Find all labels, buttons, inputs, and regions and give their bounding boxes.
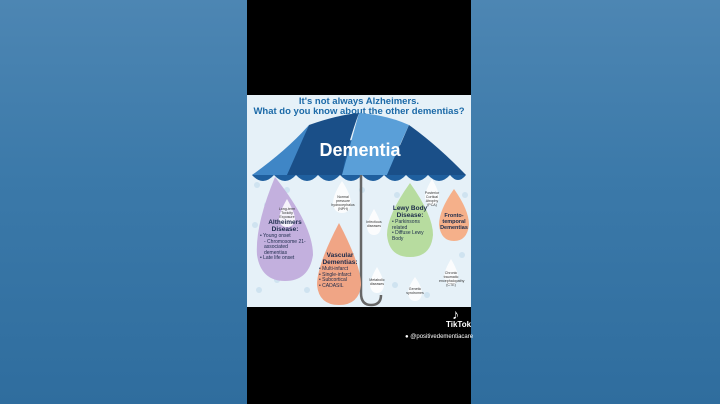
lewy-list: • Parkinsons related • Diffuse Lewy Body <box>392 220 428 242</box>
alzheimers-item: • Late life onset <box>260 255 295 262</box>
left-blurred-background <box>0 0 247 404</box>
infectious-diseases-label: Infectious diseases <box>366 220 382 229</box>
metabolic-diseases-label: Metabolic diseases <box>369 278 385 287</box>
long-term-toxicity-label: Long-term Toxicity Exposure <box>278 207 296 220</box>
umbrella-label: Dementia <box>319 140 401 160</box>
alzheimers-item: • Young onset <box>260 233 291 240</box>
infographic-title-line1: It's not always Alzheimers. <box>298 96 420 107</box>
tiktok-watermark: ♪ TikTok <box>446 306 471 329</box>
vascular-item: • Subcortical <box>319 277 347 284</box>
frontotemporal-title: Fronto-temporal Dementias <box>440 213 468 232</box>
alzheimers-title: Altheimers Disease: <box>268 219 302 234</box>
tiktok-handle-text: @positivedementiacare <box>410 334 474 340</box>
dementia-infographic: It's not always Alzheimers. What do you … <box>247 95 471 307</box>
lewy-title: Lewy Body Disease: <box>392 205 428 220</box>
vascular-drop: Vascular Dementias: • Multi-infarct • Si… <box>319 252 361 289</box>
alzheimers-list: • Young onset - Chromosome 21-associated… <box>260 234 310 262</box>
alzheimers-drop: Altheimers Disease: • Young onset - Chro… <box>260 219 310 262</box>
cte-label: Chronic traumatic encephalopathy (CTE) <box>439 271 465 288</box>
right-blurred-background <box>471 0 720 404</box>
vascular-item: • CADASIL <box>319 282 344 289</box>
lewy-item: • Parkinsons related <box>392 219 420 231</box>
vascular-list: • Multi-infarct • Single-infarct • Subco… <box>319 267 361 289</box>
genetic-syndromes-label: Genetic syndromes <box>406 287 424 296</box>
tiktok-handle: ● @positivedementiacare <box>405 334 473 340</box>
vascular-item: • Multi-infarct <box>319 266 348 273</box>
user-icon: ● <box>405 334 409 340</box>
lewy-item: • Diffuse Lewy Body <box>392 230 424 242</box>
alzheimers-item: - Chromosome 21-associated dementias <box>264 238 306 256</box>
umbrella-illustration <box>252 113 469 307</box>
infographic-title-line2: What do you know about the other dementi… <box>253 106 465 117</box>
vascular-item: • Single-infarct <box>319 271 352 278</box>
vascular-title: Vascular Dementias: <box>322 252 358 267</box>
video-frame[interactable]: It's not always Alzheimers. What do you … <box>247 0 471 404</box>
pca-label: Posterior Cortical Atrophy (PCA) <box>424 191 440 208</box>
tiktok-logo-icon: ♪ <box>452 306 459 322</box>
tiktok-brand: TikTok <box>446 320 472 329</box>
nph-label: Normal pressure hydrocephalus (NPH) <box>331 195 355 212</box>
lewy-drop: Lewy Body Disease: • Parkinsons related … <box>392 205 428 242</box>
